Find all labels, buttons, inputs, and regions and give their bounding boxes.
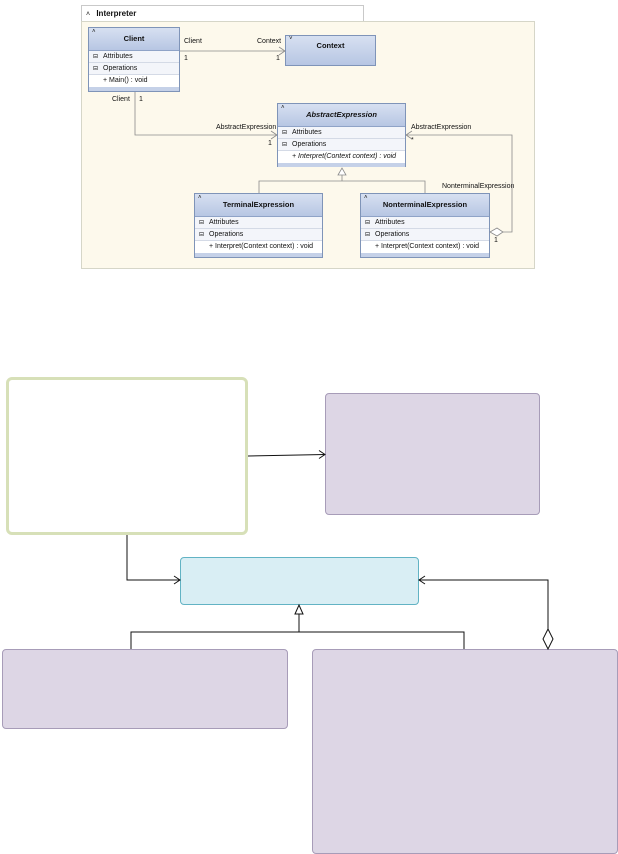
class-footer: [195, 253, 322, 257]
operation-item[interactable]: + Interpret(Context context) : void: [278, 151, 405, 162]
class-header: ˄ AbstractExpression: [278, 104, 405, 127]
multiplicity-label: 1: [268, 140, 272, 147]
inheritance-triangle-icon: [337, 167, 347, 176]
operations-compartment[interactable]: ⊟ Operations: [195, 229, 322, 241]
collapse-chevron-icon[interactable]: ˄: [92, 29, 96, 35]
minus-icon[interactable]: ⊟: [282, 130, 288, 136]
class-footer: [278, 163, 405, 167]
association-line[interactable]: [126, 535, 180, 581]
operations-label: Operations: [375, 231, 410, 238]
class-name: TerminalExpression: [222, 200, 295, 209]
minus-icon[interactable]: ⊟: [365, 220, 371, 226]
abstract-expression-block[interactable]: [180, 557, 419, 605]
association-line[interactable]: [247, 454, 326, 457]
class-name: NonterminalExpression: [382, 200, 468, 209]
multiplicity-label: 1: [276, 55, 280, 62]
role-label-nonterminal-expression: NonterminalExpression: [442, 183, 515, 190]
class-name: AbstractExpression: [306, 110, 377, 119]
class-terminal-expression[interactable]: ˄ TerminalExpression ⊟ Attributes ⊟ Operat…: [194, 193, 323, 258]
operation-item[interactable]: + Main() : void: [89, 75, 179, 86]
minus-icon[interactable]: ⊟: [282, 142, 288, 148]
operations-label: Operations: [209, 231, 244, 238]
role-label-abstract-expression: AbstractExpression: [216, 124, 277, 131]
multiplicity-label: 1: [184, 55, 188, 62]
class-name: Client: [123, 34, 145, 43]
minus-icon[interactable]: ⊟: [199, 232, 205, 238]
arrowhead-icon: [418, 575, 426, 585]
multiplicity-label: 1: [494, 237, 498, 244]
arrowhead-icon: [270, 130, 278, 140]
attributes-label: Attributes: [103, 53, 133, 60]
attributes-label: Attributes: [292, 129, 322, 136]
attributes-label: Attributes: [375, 219, 405, 226]
attributes-compartment[interactable]: ⊟ Attributes: [195, 217, 322, 229]
arrowhead-icon: [173, 575, 181, 585]
role-label-context: Context: [257, 38, 282, 45]
attributes-label: Attributes: [209, 219, 239, 226]
operations-label: Operations: [103, 65, 138, 72]
class-header: ˄ TerminalExpression: [195, 194, 322, 217]
role-label-client: Client: [184, 38, 202, 45]
operations-compartment[interactable]: ⊟ Operations: [361, 229, 489, 241]
inheritance-triangle-icon: [294, 603, 304, 615]
operations-compartment[interactable]: ⊟ Operations: [89, 63, 179, 75]
context-block[interactable]: [325, 393, 540, 515]
minus-icon[interactable]: ⊟: [199, 220, 205, 226]
attributes-compartment[interactable]: ⊟ Attributes: [278, 127, 405, 139]
minus-icon[interactable]: ⊟: [93, 66, 99, 72]
attributes-compartment[interactable]: ⊟ Attributes: [89, 51, 179, 63]
class-footer: [89, 87, 179, 91]
aggregation-line[interactable]: [419, 579, 549, 629]
expand-chevron-icon[interactable]: ˅: [289, 36, 293, 42]
attributes-compartment[interactable]: ⊟ Attributes: [361, 217, 489, 229]
arrowhead-icon: [278, 46, 286, 56]
collapse-chevron-icon[interactable]: ˄: [86, 11, 91, 18]
aggregation-line[interactable]: [406, 134, 513, 233]
class-header: ˅ Context: [286, 36, 375, 65]
class-header: ˄ Client: [89, 28, 179, 51]
aggregation-diamond-icon: [542, 627, 554, 651]
collapse-chevron-icon[interactable]: ˄: [364, 195, 368, 201]
collapse-chevron-icon[interactable]: ˄: [281, 105, 285, 111]
class-nonterminal-expression[interactable]: ˄ NonterminalExpression ⊟ Attributes ⊟ Ope…: [360, 193, 490, 258]
minus-icon[interactable]: ⊟: [365, 232, 371, 238]
nonterminal-expression-block[interactable]: [312, 649, 618, 854]
role-label-client: Client: [112, 96, 130, 103]
terminal-expression-block[interactable]: [2, 649, 288, 729]
package-title: Interpreter: [96, 9, 137, 18]
generalization-line[interactable]: [130, 631, 465, 649]
role-label-abstract-expression: AbstractExpression: [411, 124, 472, 131]
multiplicity-label: 1: [139, 96, 143, 103]
generalization-line[interactable]: [258, 180, 426, 193]
operation-item[interactable]: + Interpret(Context context) : void: [361, 241, 489, 252]
arrowhead-icon: [318, 450, 326, 459]
class-context[interactable]: ˅ Context: [285, 35, 376, 66]
class-name: Context: [316, 41, 345, 50]
class-footer: [361, 253, 489, 257]
operation-item[interactable]: + Interpret(Context context) : void: [195, 241, 322, 252]
client-block[interactable]: [6, 377, 248, 535]
class-abstract-expression[interactable]: ˄ AbstractExpression ⊟ Attributes ⊟ Operat…: [277, 103, 406, 167]
operations-label: Operations: [292, 141, 327, 148]
operations-compartment[interactable]: ⊟ Operations: [278, 139, 405, 151]
class-header: ˄ NonterminalExpression: [361, 194, 489, 217]
aggregation-diamond-icon: [489, 227, 504, 237]
arrowhead-icon: [405, 130, 413, 140]
package-tab[interactable]: ˄ Interpreter: [81, 5, 364, 22]
association-line[interactable]: [134, 92, 277, 136]
class-client[interactable]: ˄ Client ⊟ Attributes ⊟ Operations + Main(…: [88, 27, 180, 92]
collapse-chevron-icon[interactable]: ˄: [198, 195, 202, 201]
minus-icon[interactable]: ⊟: [93, 54, 99, 60]
multiplicity-label: *: [411, 137, 414, 144]
